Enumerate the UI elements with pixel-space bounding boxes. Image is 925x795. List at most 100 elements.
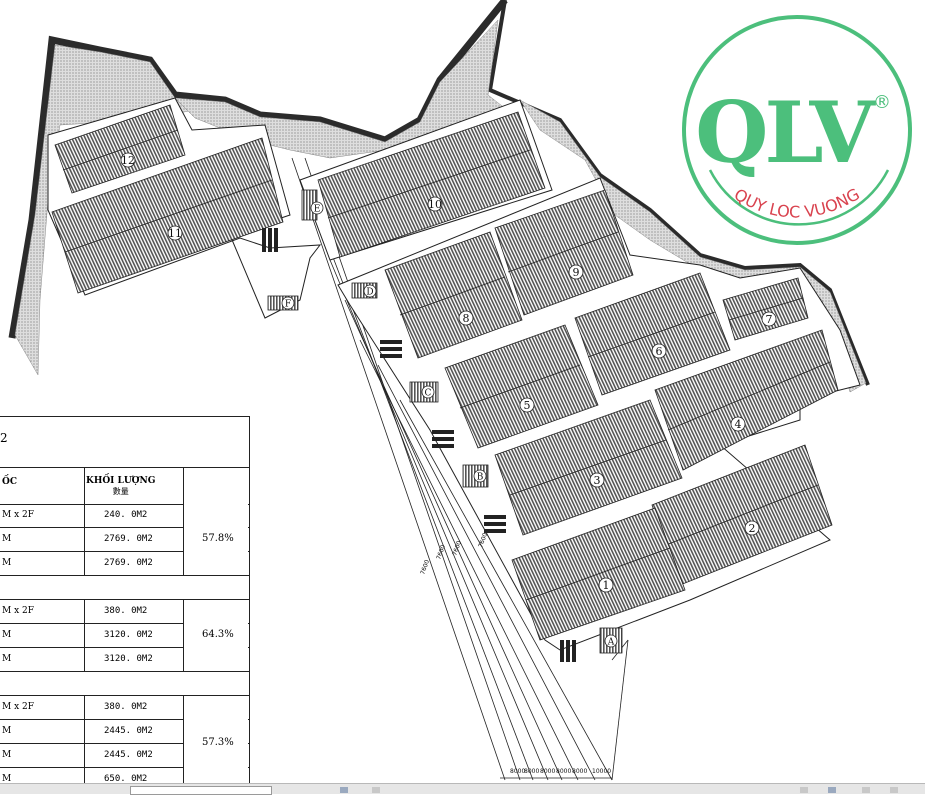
col-divider: [84, 467, 85, 504]
table-row: M x 2F 380. 0M2: [0, 600, 249, 624]
table-row: M 2769. 0M2: [0, 528, 249, 552]
ratio-cell: [184, 504, 248, 575]
header-qty-sub: 數量: [112, 487, 129, 496]
row-qty: 2769. 0M2: [104, 534, 153, 544]
label-circle: [604, 634, 618, 648]
green-zone-east: [519, 99, 867, 393]
header-qty-label: KHỐI LƯỢNG: [86, 476, 156, 486]
row-spec: M x 2F: [2, 606, 34, 616]
col-divider: [183, 467, 184, 504]
col-divider: [84, 600, 85, 672]
group-ratio: 57.8%: [202, 533, 234, 544]
label-text: 10: [428, 198, 442, 211]
label-circle: [761, 311, 777, 327]
building-label-1: 1: [598, 577, 614, 593]
building-label-7: 7: [761, 311, 777, 327]
building-label-11: 11: [167, 225, 183, 241]
label-text: 8: [463, 312, 470, 325]
road-dimension: 8000: [572, 768, 587, 775]
label-circle: [519, 397, 535, 413]
row-qty: 2445. 0M2: [104, 726, 153, 736]
loading-dock: [484, 515, 506, 533]
group-separator: [0, 672, 249, 696]
building-5: [444, 324, 599, 449]
aux-label-e: E: [310, 201, 324, 215]
col-divider: [183, 504, 184, 576]
group-separator: [0, 576, 249, 600]
aux-label-b: B: [473, 469, 487, 483]
row-spec: M x 2F: [2, 702, 34, 712]
table-row: M 2769. 0M2: [0, 552, 249, 576]
building-label-6: 6: [651, 343, 667, 359]
row-qty: 2769. 0M2: [104, 558, 153, 568]
building-label-8: 8: [458, 310, 474, 326]
aux-label-d: D: [363, 284, 377, 298]
label-circle: [730, 416, 746, 432]
building-label-4: 4: [730, 416, 746, 432]
row-spec: M: [2, 750, 12, 760]
road-dimension: 7600: [451, 540, 463, 557]
building-label-3: 3: [589, 472, 605, 488]
ratio-cell: [184, 696, 248, 791]
header-spec: ỐC: [2, 477, 18, 487]
row-spec: M: [2, 774, 12, 784]
building-label-2: 2: [744, 520, 760, 536]
building-8: [384, 231, 523, 359]
loading-dock: [380, 340, 402, 358]
road-dimension: 7600: [477, 532, 489, 549]
loading-dock: [262, 228, 278, 252]
layout-icon[interactable]: [800, 787, 808, 793]
label-text: 7: [766, 313, 773, 326]
registered-mark: ®: [873, 92, 891, 113]
row-spec: M: [2, 654, 12, 664]
row-spec: M: [2, 558, 12, 568]
road-dimension: 8000: [556, 768, 571, 775]
company-logo: QLV ® QUY LOC VUONG: [682, 15, 912, 245]
row-qty: 2445. 0M2: [104, 750, 153, 760]
snap-icon[interactable]: [890, 787, 898, 793]
aux-label-c: C: [421, 385, 435, 399]
col-divider: [84, 696, 85, 792]
label-circle: [589, 472, 605, 488]
logo-text: QLV: [695, 83, 876, 182]
label-text: A: [607, 638, 615, 648]
label-circle: [651, 343, 667, 359]
label-circle: [473, 469, 487, 483]
label-text: 2: [749, 522, 756, 535]
building-10: [317, 111, 546, 258]
toolbar-icon[interactable]: [340, 787, 348, 793]
label-text: D: [366, 288, 373, 298]
road-dimension: 7600: [435, 544, 447, 561]
row-spec: M: [2, 630, 12, 640]
green-zone-north: [174, 19, 521, 159]
row-qty: 650. 0M2: [104, 774, 148, 784]
loading-dock: [432, 430, 454, 448]
building-label-10: 10: [427, 196, 443, 212]
grid-icon[interactable]: [862, 787, 870, 793]
road-dimension: 8000: [510, 768, 525, 775]
toolbar-icon[interactable]: [372, 787, 380, 793]
building-label-12: 12: [120, 152, 136, 168]
aux-label-a: A: [604, 634, 618, 648]
table-row: M 3120. 0M2: [0, 624, 249, 648]
label-text: C: [425, 389, 432, 399]
group-ratio: 64.3%: [202, 629, 234, 640]
building-9: [494, 189, 634, 316]
row-qty: 380. 0M2: [104, 606, 148, 616]
model-icon[interactable]: [828, 787, 836, 793]
road-dimension: 8000: [540, 768, 555, 775]
row-spec: M: [2, 534, 12, 544]
command-input[interactable]: [130, 786, 272, 795]
building-4: [654, 329, 839, 471]
label-text: 11: [168, 227, 182, 240]
row-qty: 3120. 0M2: [104, 630, 153, 640]
label-text: 12: [121, 154, 135, 167]
